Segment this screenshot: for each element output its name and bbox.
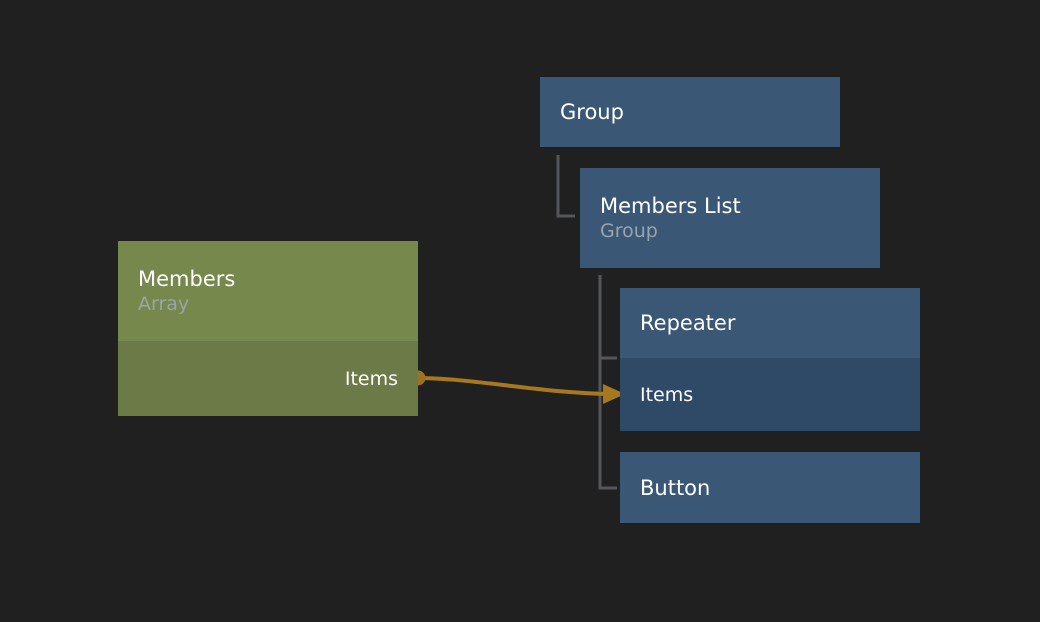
node-repeater[interactable]: Repeater Items <box>620 288 920 431</box>
tree-connector-group-to-members-list <box>556 155 575 218</box>
node-repeater-title: Repeater <box>640 311 736 335</box>
tree-connector-members-list-to-children <box>598 275 617 490</box>
node-members-list-header[interactable]: Members List Group <box>580 168 880 268</box>
node-members-list-title: Members List <box>600 194 741 218</box>
node-members-body[interactable]: Items <box>118 341 418 416</box>
node-members-port-items[interactable]: Items <box>344 367 398 390</box>
node-group[interactable]: Group <box>540 77 840 147</box>
node-button[interactable]: Button <box>620 452 920 523</box>
node-button-title: Button <box>640 475 711 500</box>
node-button-header[interactable]: Button <box>620 452 920 523</box>
node-group-header[interactable]: Group <box>540 77 840 147</box>
node-members-title: Members <box>138 267 236 291</box>
node-members[interactable]: Members Array Items <box>118 241 418 416</box>
node-repeater-port-items[interactable]: Items <box>640 383 694 406</box>
node-members-subtitle: Array <box>138 293 190 315</box>
node-group-title: Group <box>560 100 624 124</box>
node-repeater-header[interactable]: Repeater <box>620 288 920 358</box>
binding-edge-members-items-to-repeater-items <box>410 370 625 404</box>
node-members-header[interactable]: Members Array <box>118 241 418 341</box>
node-members-list-subtitle: Group <box>600 220 658 242</box>
node-members-list[interactable]: Members List Group <box>580 168 880 268</box>
node-repeater-body[interactable]: Items <box>620 358 920 431</box>
